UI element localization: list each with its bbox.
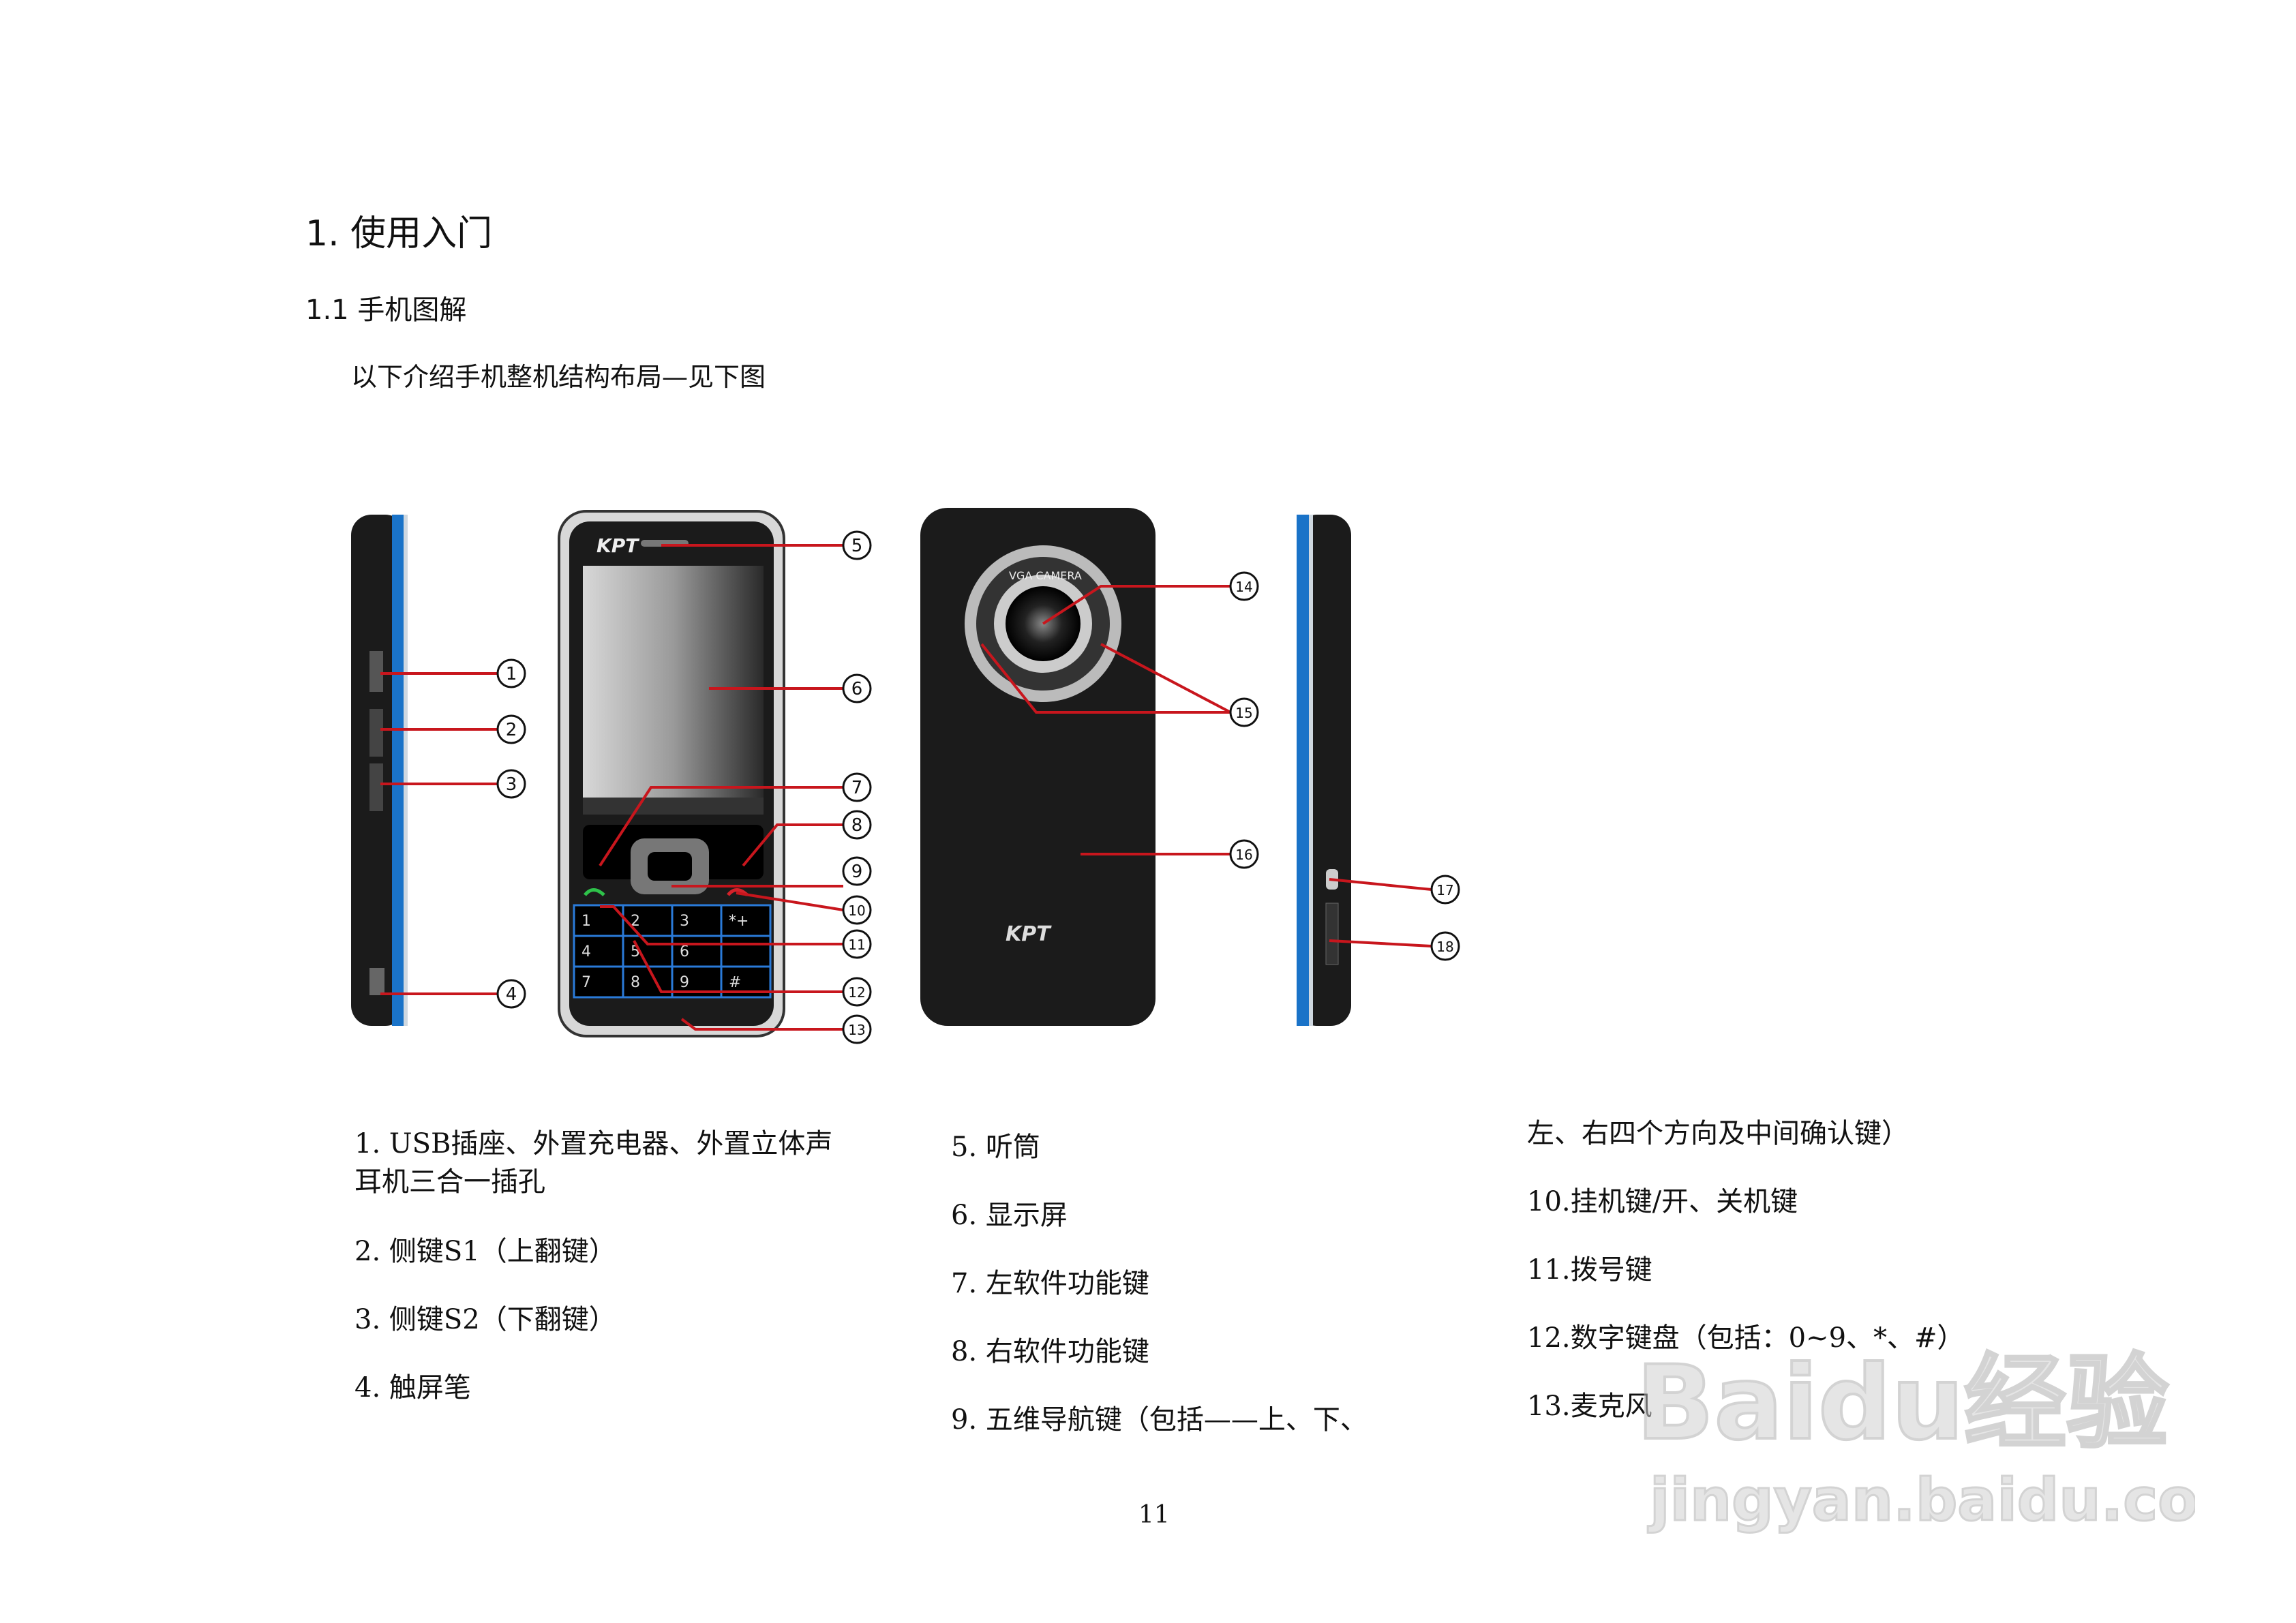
callout-17: 17 [1430,875,1460,905]
svg-text:10: 10 [848,902,865,919]
svg-text:15: 15 [1235,705,1252,721]
callout-6: 6 [842,673,872,703]
key-star: *+ [729,913,749,930]
legend-item-2: 2. 侧键S1（上翻键） [354,1236,616,1267]
key-7: 7 [581,974,591,991]
key-1: 1 [581,913,591,930]
callout-10: 10 [842,895,872,925]
svg-text:12: 12 [848,984,865,1001]
callout-3: 3 [496,769,526,799]
legend-item-1: 1. USB插座、外置充电器、外置立体声耳机三合一插孔 [354,1128,833,1198]
callout-15: 15 [1229,697,1259,727]
phone-left-side-view [351,515,408,1026]
svg-text:17: 17 [1436,882,1453,898]
callout-13: 13 [842,1014,872,1044]
callout-12: 12 [842,977,872,1007]
callout-8: 8 [842,810,872,840]
svg-text:11: 11 [848,937,865,953]
legend-item-10: 10.挂机键/开、关机键 [1527,1186,1798,1217]
svg-text:3: 3 [506,774,517,795]
callout-2: 2 [496,714,526,744]
legend-item-12: 12.数字键盘（包括：0~9、*、#） [1527,1322,1965,1354]
svg-text:5: 5 [851,536,863,556]
watermark-url: jingyan.baidu.com [1648,1466,2195,1534]
key-4: 4 [581,943,591,960]
legend-item-5: 5. 听筒 [951,1132,1040,1163]
phone-right-side-view [1297,515,1351,1026]
svg-text:6: 6 [851,679,863,699]
legend-item-8: 8. 右软件功能键 [951,1336,1149,1367]
key-hash: # [729,974,741,991]
key-6: 6 [680,943,689,960]
intro-text: 以下介绍手机整机结构布局—见下图 [351,362,766,392]
legend-item-6: 6. 显示屏 [951,1200,1068,1231]
callout-4: 4 [496,979,526,1009]
key-3: 3 [680,913,689,930]
watermark-logo: Baidu经验 [1636,1344,2169,1463]
svg-text:9: 9 [851,862,863,882]
section-heading: 1. 使用入门 [305,213,493,254]
camera-label: VGA CAMERA [1009,569,1082,582]
key-9: 9 [680,974,689,991]
key-2: 2 [631,913,640,930]
svg-text:16: 16 [1235,847,1252,863]
svg-text:8: 8 [851,815,863,836]
callout-14: 14 [1229,571,1259,601]
legend-item-9-cont: 左、右四个方向及中间确认键） [1527,1118,1909,1149]
callout-9: 9 [842,856,872,886]
legend-item-13: 13.麦克风 [1527,1391,1652,1422]
legend-item-11: 11.拨号键 [1527,1254,1652,1286]
svg-text:7: 7 [851,778,863,798]
subsection-heading: 1.1 手机图解 [305,294,467,326]
callout-5: 5 [842,530,872,560]
page-number: 11 [1138,1501,1170,1529]
callout-7: 7 [842,772,872,802]
baidu-watermark: Baidu经验 jingyan.baidu.com [1636,1343,2195,1536]
svg-text:2: 2 [506,720,517,740]
callout-16: 16 [1229,839,1259,869]
legend-item-4: 4. 触屏笔 [354,1372,471,1404]
phone-front-view: KPT 1 2 3 *+ 4 5 6 7 8 9 # [558,510,785,1037]
svg-text:14: 14 [1235,579,1252,595]
svg-text:13: 13 [848,1022,865,1038]
key-8: 8 [631,974,640,991]
svg-text:18: 18 [1436,939,1453,955]
callout-11: 11 [842,929,872,959]
callout-1: 1 [496,658,526,688]
brand-front: KPT [596,534,639,557]
legend-item-3: 3. 侧键S2（下翻键） [354,1304,616,1335]
svg-text:4: 4 [506,984,517,1005]
svg-text:1: 1 [506,664,517,684]
legend-item-9: 9. 五维导航键（包括——上、下、 [951,1404,1368,1436]
phone-diagram: KPT 1 2 3 *+ 4 5 6 7 8 9 # [351,508,1460,1044]
legend-item-7: 7. 左软件功能键 [951,1268,1149,1299]
brand-back: KPT [1006,922,1052,946]
callout-18: 18 [1430,931,1460,961]
